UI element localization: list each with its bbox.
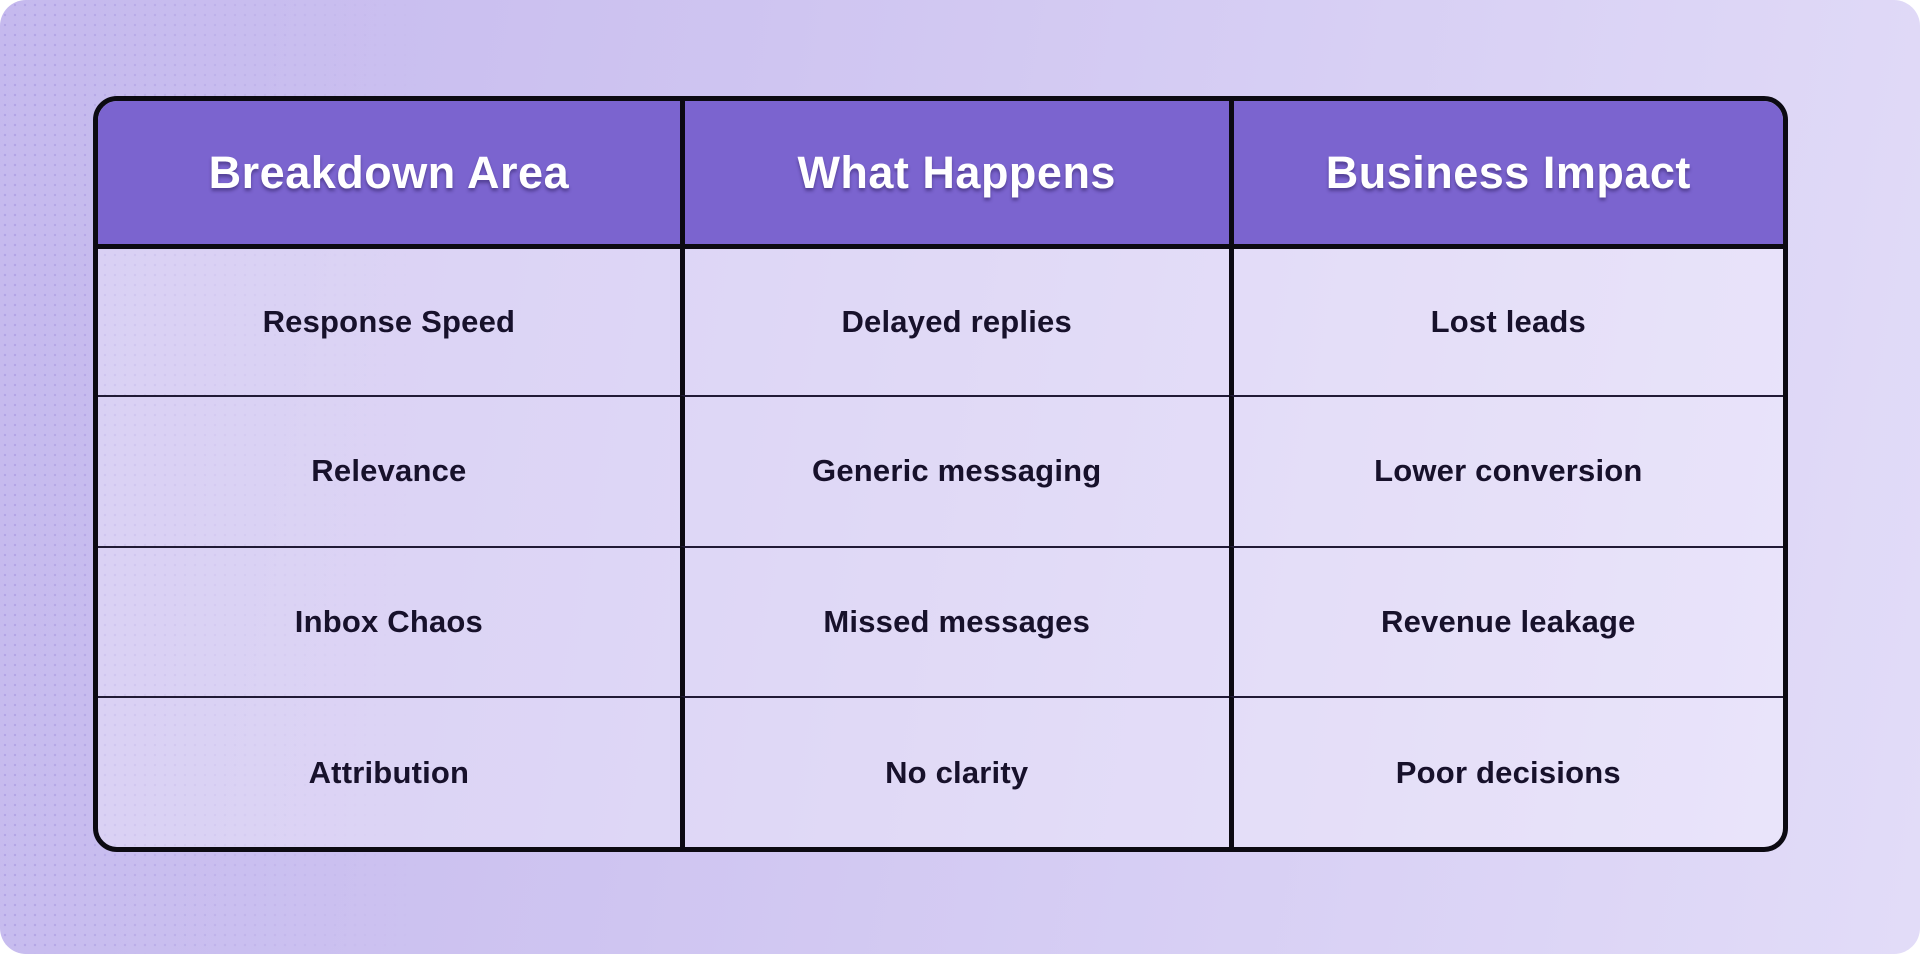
cell-text: Revenue leakage (1381, 603, 1636, 639)
cell-row1-breakdown-area: Response Speed (98, 244, 680, 395)
cell-row1-business-impact: Lost leads (1228, 244, 1783, 395)
header-label: Business Impact (1325, 146, 1691, 198)
cell-row3-breakdown-area: Inbox Chaos (98, 545, 680, 697)
header-cell-what-happens: What Happens (679, 101, 1229, 244)
header-cell-breakdown-area: Breakdown Area (98, 101, 680, 244)
cell-row2-breakdown-area: Relevance (98, 394, 680, 546)
cell-row2-what-happens: Generic messaging (679, 394, 1229, 546)
cell-row4-what-happens: No clarity (679, 696, 1229, 847)
header-cell-business-impact: Business Impact (1228, 101, 1783, 244)
header-label: Breakdown Area (208, 146, 570, 198)
cell-text: Missed messages (823, 603, 1091, 639)
breakdown-table: Breakdown Area What Happens Business Imp… (93, 96, 1788, 852)
cell-text: Relevance (311, 453, 467, 489)
cell-text: Lower conversion (1374, 453, 1643, 489)
cell-row4-breakdown-area: Attribution (98, 696, 680, 847)
cell-text: Response Speed (262, 303, 516, 339)
cell-row3-what-happens: Missed messages (679, 545, 1229, 697)
cell-row2-business-impact: Lower conversion (1228, 394, 1783, 546)
cell-row1-what-happens: Delayed replies (679, 244, 1229, 395)
header-label: What Happens (797, 146, 1116, 198)
cell-text: Inbox Chaos (294, 603, 483, 639)
cell-text: No clarity (885, 754, 1029, 790)
cell-text: Poor decisions (1395, 754, 1621, 790)
cell-text: Generic messaging (812, 453, 1102, 489)
cell-text: Attribution (308, 754, 470, 790)
cell-row4-business-impact: Poor decisions (1228, 696, 1783, 847)
cell-text: Delayed replies (841, 303, 1072, 339)
cell-row3-business-impact: Revenue leakage (1228, 545, 1783, 697)
cell-text: Lost leads (1430, 303, 1586, 339)
